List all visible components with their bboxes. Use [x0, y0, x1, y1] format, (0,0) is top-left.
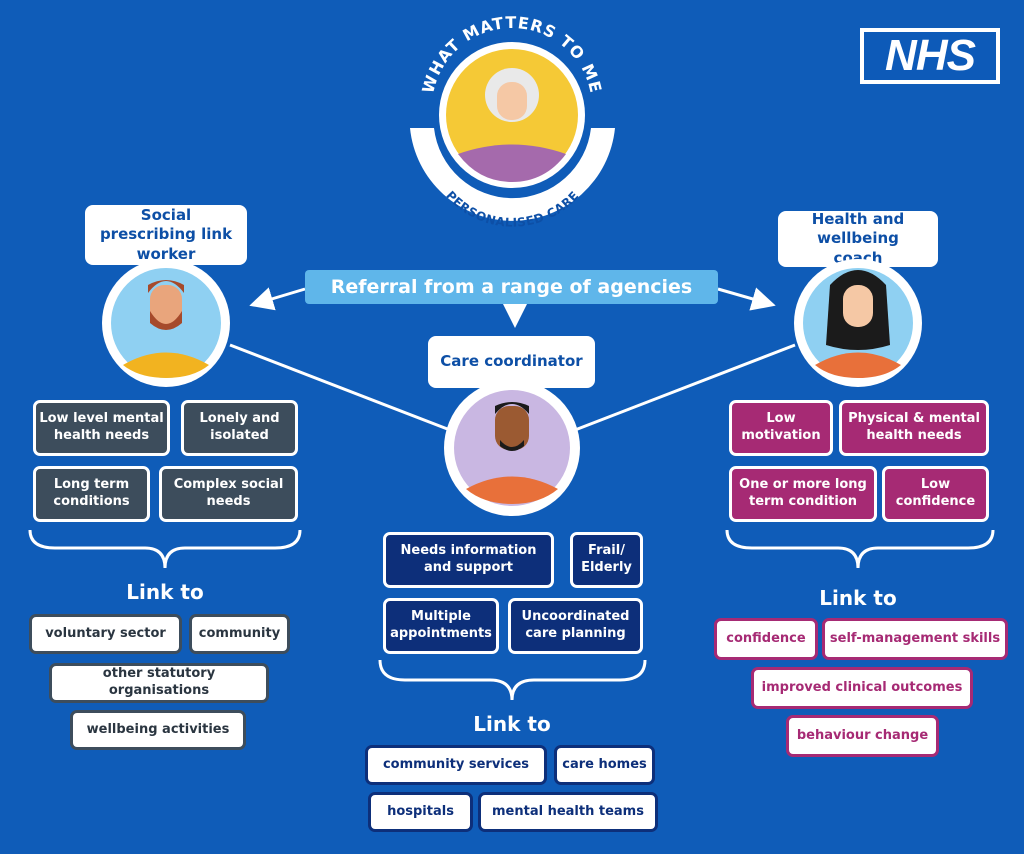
- need-physical-mental-health: Physical & mental health needs: [839, 400, 989, 456]
- link-community: community: [189, 614, 290, 654]
- link-behaviour-change: behaviour change: [786, 715, 939, 757]
- personalised-care-medallion: WHAT MATTERS TO ME PERSONALISED CARE: [410, 13, 615, 230]
- link-mental-health-teams: mental health teams: [478, 792, 658, 832]
- link-self-management-skills: self-management skills: [822, 618, 1008, 660]
- role-label-left: Social prescribing link worker: [85, 205, 247, 265]
- role-label-right: Health and wellbeing coach: [778, 210, 938, 267]
- role-label-center: Care coordinator: [428, 336, 595, 388]
- link-confidence: confidence: [714, 618, 818, 660]
- need-lonely-isolated: Lonely and isolated: [181, 400, 298, 456]
- wellbeing-coach-avatar: [794, 259, 922, 387]
- need-frail-elderly: Frail/ Elderly: [570, 532, 643, 588]
- need-low-motivation: Low motivation: [729, 400, 833, 456]
- brace-center: [378, 659, 647, 701]
- need-complex-social: Complex social needs: [159, 466, 298, 522]
- brace-left: [28, 529, 302, 569]
- need-low-confidence: Low confidence: [882, 466, 989, 522]
- link-improved-outcomes: improved clinical outcomes: [751, 667, 973, 709]
- link-worker-avatar: [102, 259, 230, 387]
- need-information-support: Needs information and support: [383, 532, 554, 588]
- nhs-logo: NHS: [860, 28, 1000, 84]
- link-wellbeing-activities: wellbeing activities: [70, 710, 246, 750]
- link-community-services: community services: [365, 745, 547, 785]
- link-voluntary-sector: voluntary sector: [29, 614, 182, 654]
- need-multiple-appointments: Multiple appointments: [383, 598, 499, 654]
- link-care-homes: care homes: [554, 745, 655, 785]
- link-hospitals: hospitals: [368, 792, 473, 832]
- care-coordinator-avatar: [444, 380, 580, 516]
- need-low-level-mental-health: Low level mental health needs: [33, 400, 170, 456]
- link-line-left: [229, 343, 451, 432]
- link-to-heading-right: Link to: [819, 586, 897, 610]
- need-long-term-condition: One or more long term condition: [729, 466, 877, 522]
- referral-banner: Referral from a range of agencies: [305, 270, 718, 304]
- link-to-heading-left: Link to: [126, 580, 204, 604]
- brace-right: [725, 529, 995, 569]
- need-uncoordinated-care: Uncoordinated care planning: [508, 598, 643, 654]
- link-other-statutory: other statutory organisations: [49, 663, 269, 703]
- arrow-right: [717, 287, 776, 311]
- link-to-heading-center: Link to: [473, 712, 551, 736]
- link-line-right: [574, 343, 796, 432]
- need-long-term-conditions: Long term conditions: [33, 466, 150, 522]
- arrow-left: [249, 287, 306, 311]
